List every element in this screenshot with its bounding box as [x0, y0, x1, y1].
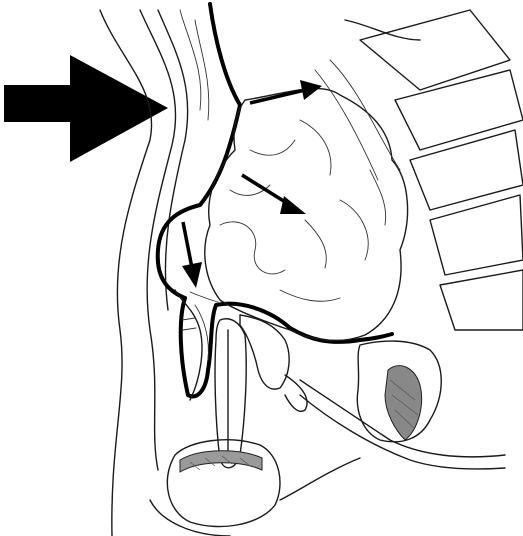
arrow-down-right	[242, 175, 306, 214]
rectum	[300, 341, 505, 469]
displacement-arrows	[182, 80, 322, 288]
bladder	[190, 292, 307, 411]
spine-vertebrae	[315, 10, 523, 330]
external-pressure-arrow	[4, 55, 168, 162]
arrow-down	[182, 222, 202, 288]
